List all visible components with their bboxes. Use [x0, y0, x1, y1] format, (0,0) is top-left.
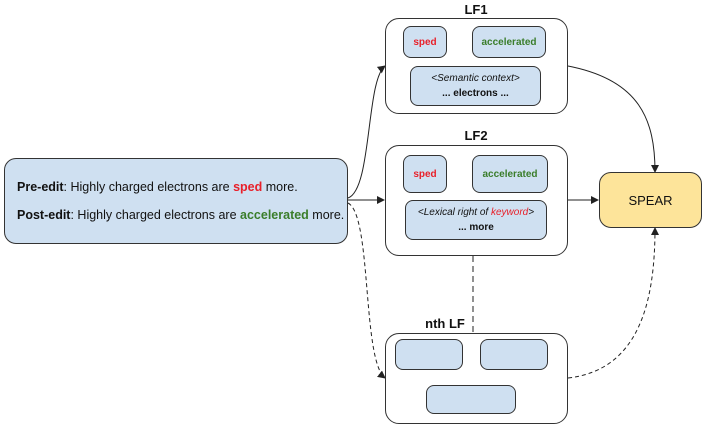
- edge-lfn-spear: [567, 227, 659, 379]
- spear-box: SPEAR: [599, 172, 702, 228]
- lfn-from-box: [395, 339, 463, 370]
- edit-pair-box: Pre-edit: Highly charged electrons are s…: [4, 158, 348, 244]
- post-edit-tail: more.: [308, 208, 345, 222]
- lf1-title: LF1: [464, 2, 488, 17]
- lf1-from-box: sped: [403, 26, 447, 58]
- post-edit-label: Post-edit: [17, 208, 71, 222]
- lf1-context-line2: ... electrons ...: [442, 88, 509, 99]
- lfn-title: nth LF: [425, 316, 465, 331]
- pre-edit-tail: more.: [262, 180, 298, 194]
- pre-edit-word: sped: [233, 180, 263, 194]
- lf2-context-prefix: <Lexical right of: [417, 207, 491, 218]
- post-edit-word: accelerated: [240, 208, 309, 222]
- lf2-title: LF2: [464, 128, 488, 143]
- lf2-context-box: <Lexical right of keyword> ... more: [405, 200, 547, 240]
- post-edit-text: : Highly charged electrons are: [70, 208, 241, 222]
- edge-lf1-spear: [567, 65, 659, 173]
- pre-edit-line: Pre-edit: Highly charged electrons are s…: [17, 180, 347, 194]
- pre-edit-text: : Highly charged electrons are: [63, 180, 234, 194]
- lf2-context-line1: <Lexical right of keyword>: [418, 205, 534, 220]
- lfn-context-box: [426, 385, 516, 414]
- lf2-context-line2: ... more: [458, 222, 494, 233]
- lf2-context-suffix: >: [528, 207, 535, 218]
- lfn-to-box: [480, 339, 548, 370]
- post-edit-line: Post-edit: Highly charged electrons are …: [17, 208, 347, 222]
- lf1-to-box: accelerated: [472, 26, 546, 58]
- edge-main-lfn: [347, 202, 386, 379]
- pre-edit-label: Pre-edit: [17, 180, 64, 194]
- lf2-context-keyword: keyword: [491, 207, 529, 218]
- lf1-context-box: <Semantic context> ... electrons ...: [410, 66, 541, 106]
- lf1-context-line1: <Semantic context>: [431, 73, 520, 84]
- edge-main-lf1: [347, 65, 386, 199]
- lf2-from-box: sped: [403, 155, 447, 193]
- lf2-to-box: accelerated: [472, 155, 548, 193]
